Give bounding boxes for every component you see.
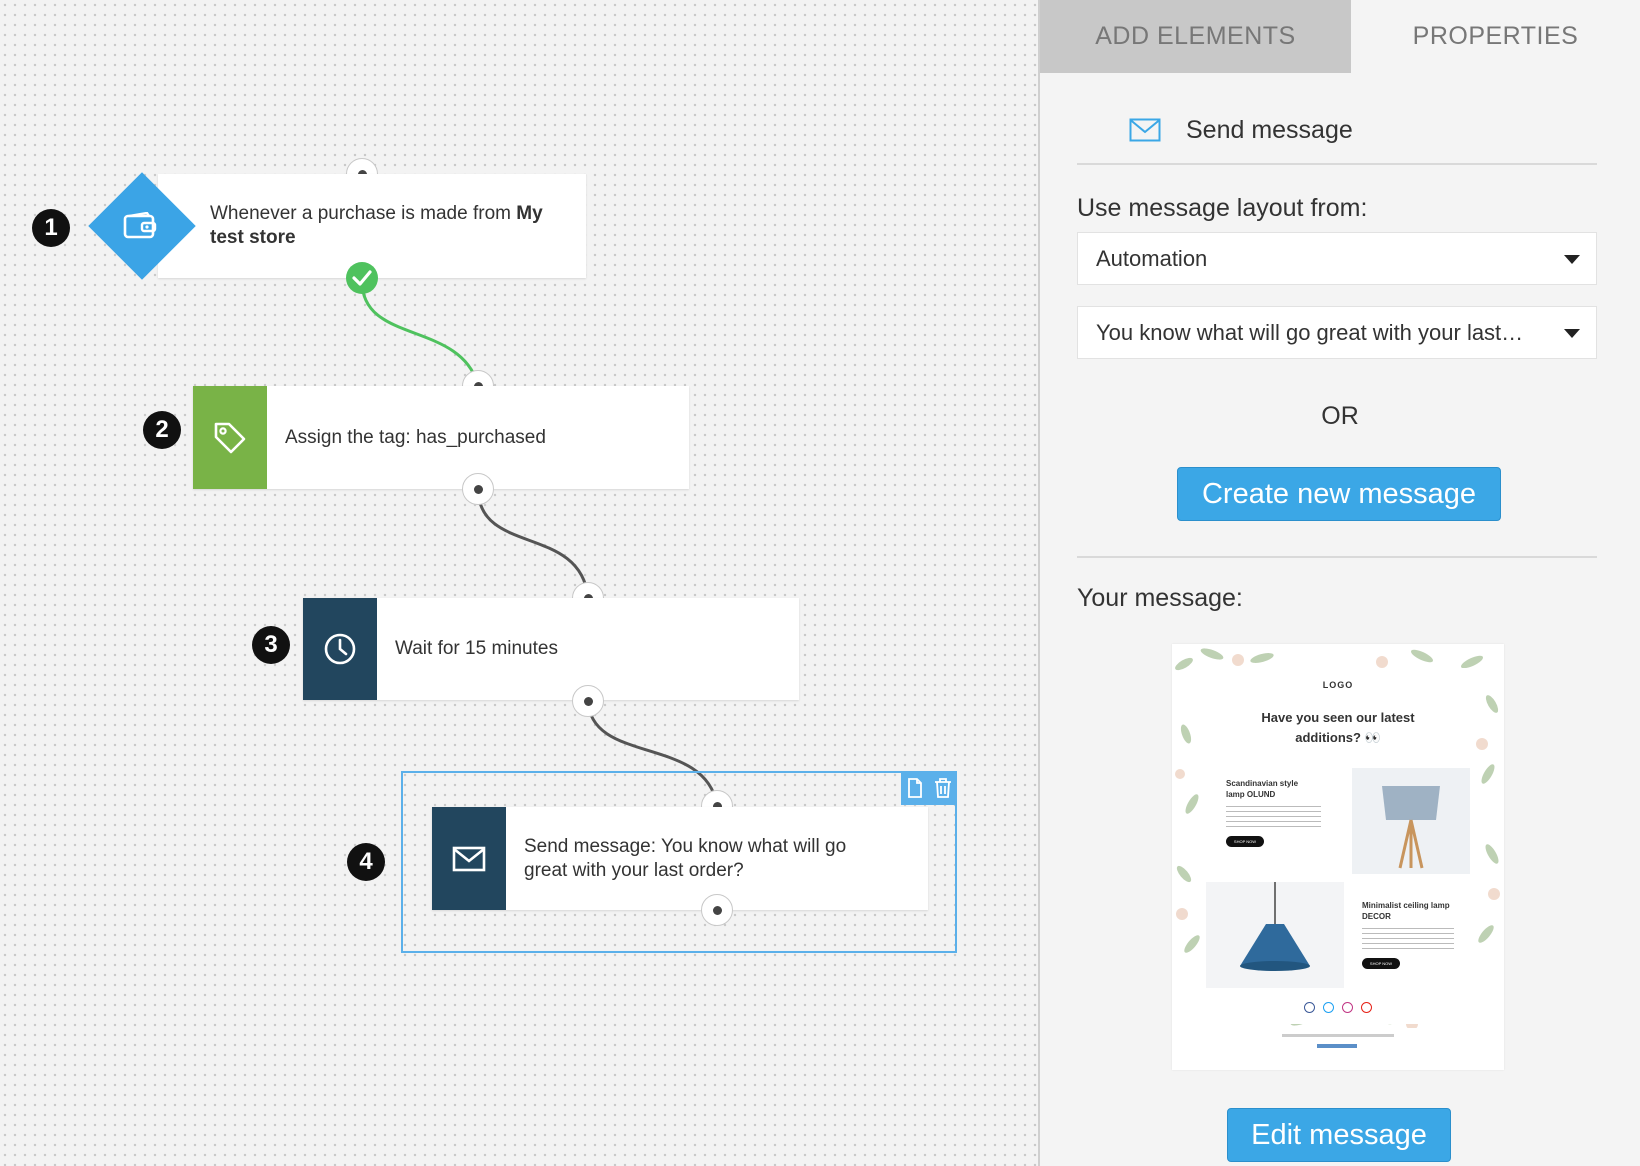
message-select-value: You know what will go great with your la…: [1096, 319, 1524, 345]
clock-icon: [303, 598, 377, 700]
youtube-icon: [1361, 1002, 1372, 1013]
preview-logo: LOGO: [1322, 680, 1354, 690]
envelope-icon: [1129, 118, 1161, 142]
trigger-success-check-icon: [346, 262, 378, 294]
step-badge-2: 2: [143, 411, 181, 449]
trash-icon[interactable]: [934, 778, 952, 798]
preview-lamp-image-2: [1206, 882, 1344, 988]
preview-lamp-image-1: [1352, 768, 1470, 874]
wallet-icon: [112, 201, 168, 251]
edit-message-button[interactable]: Edit message: [1227, 1108, 1451, 1162]
preview-footer: [1172, 1028, 1504, 1070]
panel-title: Send message: [1186, 116, 1353, 144]
envelope-icon: [432, 807, 506, 910]
tag-node-text: Assign the tag: has_purchased: [285, 427, 546, 448]
product-2-description: [1362, 928, 1454, 952]
instagram-icon: [1342, 1002, 1353, 1013]
step-badge-1: 1: [32, 209, 70, 247]
your-message-label: Your message:: [1077, 584, 1243, 612]
header-divider: [1077, 163, 1597, 165]
create-new-message-button[interactable]: Create new message: [1177, 467, 1501, 521]
preview-social-icons: [1206, 1002, 1470, 1013]
wait-node[interactable]: Wait for 15 minutes: [303, 598, 799, 700]
node-3-output-port[interactable]: [572, 685, 604, 717]
or-label: OR: [1321, 402, 1359, 430]
step-badge-3: 3: [252, 626, 290, 664]
product-2-shop-button: SHOP NOW: [1362, 958, 1400, 969]
wait-node-text: Wait for 15 minutes: [395, 638, 558, 659]
product-1-description: [1226, 806, 1321, 830]
twitter-icon: [1323, 1002, 1334, 1013]
facebook-icon: [1304, 1002, 1315, 1013]
layout-label: Use message layout from:: [1077, 194, 1368, 222]
chevron-down-icon: [1564, 329, 1580, 338]
node-2-output-port[interactable]: [462, 473, 494, 505]
panel-header: Send message: [1077, 108, 1597, 164]
layout-source-select[interactable]: Automation: [1077, 232, 1597, 285]
footer-text-placeholder: [1282, 1034, 1394, 1037]
layout-source-value: Automation: [1096, 245, 1208, 271]
tab-properties[interactable]: PROPERTIES: [1351, 0, 1640, 73]
chevron-down-icon: [1564, 255, 1580, 264]
step-badge-4: 4: [347, 843, 385, 881]
product-1-shop-button: SHOP NOW: [1226, 836, 1264, 847]
tab-add-elements[interactable]: ADD ELEMENTS: [1040, 0, 1351, 73]
tag-icon: [193, 386, 267, 489]
connector-1-2: [360, 278, 480, 386]
copy-icon[interactable]: [907, 778, 923, 798]
tag-node[interactable]: Assign the tag: has_purchased: [193, 386, 689, 489]
properties-panel: ADD ELEMENTS PROPERTIES Send message Use…: [1038, 0, 1640, 1166]
connector-2-3: [476, 489, 590, 598]
message-select[interactable]: You know what will go great with your la…: [1077, 306, 1597, 359]
selected-node-outline: [401, 771, 957, 953]
footer-brand-logo: [1317, 1044, 1357, 1048]
node-toolbar: [901, 771, 957, 805]
node-4-output-port[interactable]: [701, 894, 733, 926]
section-divider: [1077, 556, 1597, 558]
